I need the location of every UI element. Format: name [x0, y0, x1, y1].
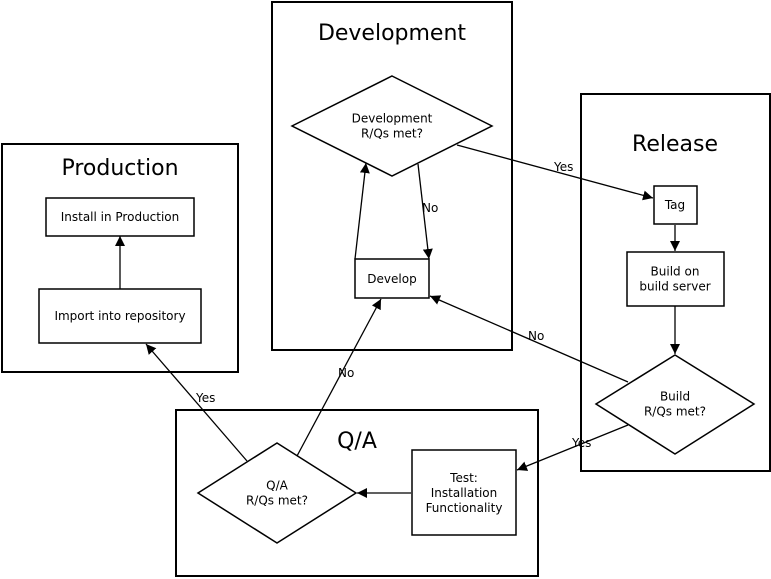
node-label-line: Development [352, 112, 433, 126]
edge-label-dev-no: No [422, 201, 438, 215]
edge-labels: No Yes No Yes No Yes [195, 160, 591, 450]
node-label-line: Develop [367, 272, 416, 286]
node-develop: Develop [354, 258, 430, 299]
edge-label-build-no: No [528, 329, 544, 343]
node-label-line: Test: [449, 471, 478, 485]
node-label-line: R/Qs met? [361, 127, 423, 141]
node-install-prod-label: Install in Production [61, 210, 180, 224]
node-tag: Tag [653, 185, 698, 225]
edge-label-qa-yes: Yes [195, 391, 215, 405]
group-title-release: Release [632, 132, 718, 157]
edge-develop-to-dev-rqs [354, 162, 370, 260]
node-label-line: Functionality [426, 501, 503, 515]
node-label-line: Build on [651, 265, 700, 279]
edge-qa-rqs-yes [145, 343, 248, 462]
edge-label-dev-yes: Yes [553, 160, 573, 174]
edge-dev-rqs-yes [456, 144, 654, 201]
node-import-repo-label: Import into repository [54, 309, 185, 323]
node-install-prod: Install in Production [45, 197, 195, 237]
node-label-line: Tag [664, 198, 685, 212]
edges [115, 144, 680, 498]
node-tag-label: Tag [664, 198, 685, 212]
group-title-qa: Q/A [337, 429, 377, 454]
edge-dev-rqs-no [417, 163, 433, 260]
node-label-line: Q/A [266, 479, 288, 493]
group-title-production: Production [61, 156, 178, 181]
node-develop-label: Develop [367, 272, 416, 286]
node-label-line: Install in Production [61, 210, 180, 224]
node-label-line: build server [639, 280, 710, 294]
group-title-development: Development [318, 21, 466, 46]
edge-qa-rqs-no [296, 298, 382, 457]
edge-build-rqs-yes [516, 424, 629, 471]
edge-label-qa-no: No [338, 366, 354, 380]
node-label-line: R/Qs met? [246, 494, 308, 508]
edge-label-build-yes: Yes [571, 436, 591, 450]
node-import-repo: Import into repository [38, 288, 202, 344]
node-label-line: Import into repository [54, 309, 185, 323]
node-label-line: R/Qs met? [644, 405, 706, 419]
node-label-line: Installation [431, 486, 497, 500]
node-label-line: Build [660, 390, 690, 404]
edge-build-rqs-no [429, 295, 629, 383]
